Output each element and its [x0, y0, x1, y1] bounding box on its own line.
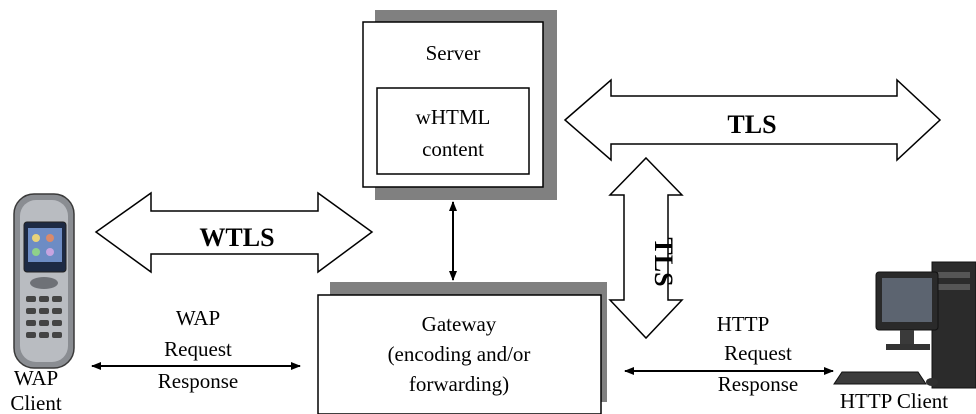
- gateway-line3: forwarding): [409, 372, 509, 396]
- wap-link-line3: Response: [158, 369, 239, 393]
- wap-client-line2: Client: [10, 391, 61, 414]
- wap-link-line2: Request: [164, 337, 232, 361]
- http-link-line1: HTTP: [717, 312, 770, 336]
- http-link-line2: Request: [724, 341, 792, 365]
- http-link-line3: Response: [718, 372, 799, 396]
- gateway-line1: Gateway: [422, 312, 497, 336]
- http-client-label: HTTP Client: [840, 389, 948, 413]
- wtls-label: WTLS: [199, 223, 274, 252]
- wtls-arrow: WTLS: [94, 191, 374, 274]
- gateway-line2: (encoding and/or: [388, 342, 531, 366]
- server-box: Server wHTML content: [362, 10, 557, 200]
- wtls-shape: [94, 191, 374, 274]
- tls-horizontal-shape: [563, 78, 942, 162]
- server-content-line1: wHTML: [416, 105, 491, 129]
- desktop-computer-icon: [833, 261, 976, 389]
- server-content-line2: content: [422, 137, 484, 161]
- server-title: Server: [426, 41, 481, 65]
- server-content-box: [376, 87, 530, 175]
- wap-link-line1: WAP: [176, 306, 220, 330]
- wap-client-line1: WAP: [14, 366, 58, 390]
- tls-vertical-arrow: TLS: [608, 156, 684, 340]
- tls-vertical-shape: [608, 156, 684, 340]
- wap-link: WAP Request Response: [91, 306, 301, 393]
- gateway-outer: [317, 294, 602, 414]
- mobile-phone-icon: [13, 193, 75, 369]
- http-link: HTTP Request Response: [624, 312, 834, 396]
- tls-vertical-label: TLS: [649, 237, 678, 286]
- gateway-box: Gateway (encoding and/or forwarding): [317, 282, 607, 414]
- tls-horizontal-label: TLS: [727, 110, 776, 139]
- tls-horizontal-arrow: TLS: [563, 78, 942, 162]
